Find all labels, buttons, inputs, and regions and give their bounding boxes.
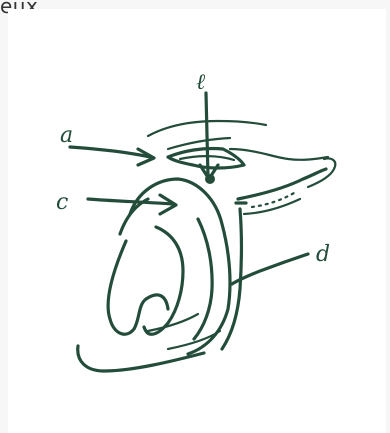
- antihelix-curve: [194, 219, 212, 339]
- upper-right-hook: [308, 158, 335, 187]
- label-b: ℓ: [196, 70, 206, 95]
- inner-ear-fold-left: [108, 241, 168, 334]
- label-d: d: [316, 242, 330, 267]
- leader-line-d: [232, 254, 308, 284]
- label-c: c: [56, 190, 68, 215]
- ear-lobe: [78, 346, 204, 371]
- ear-diagram-panel: ℓ a c d: [8, 9, 386, 433]
- arrow-c-shaft: [88, 199, 172, 204]
- inner-ear-fold-right: [144, 227, 183, 334]
- arrow-b-shaft: [206, 93, 208, 177]
- label-a: a: [60, 123, 73, 148]
- ear-diagram: ℓ a c d: [8, 9, 386, 433]
- upper-right-contour: [230, 149, 328, 160]
